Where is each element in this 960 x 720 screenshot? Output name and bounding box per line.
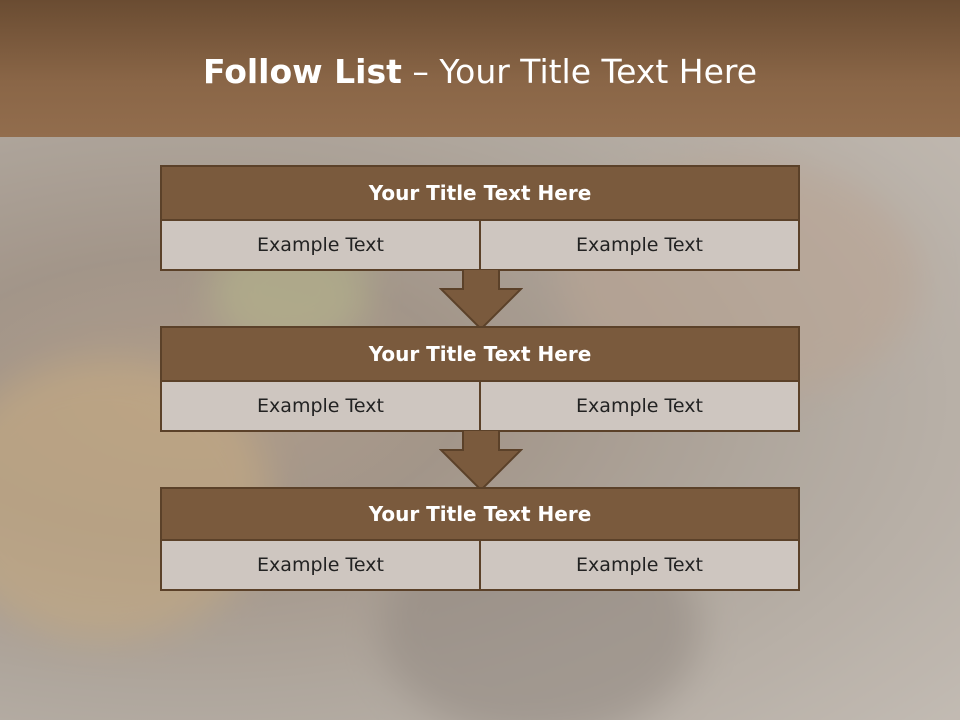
- block-cell-left: Example Text: [160, 541, 479, 591]
- list-block-1: Your Title Text Here Example Text Exampl…: [160, 165, 800, 271]
- block-cell-right: Example Text: [479, 382, 800, 432]
- block-row: Example Text Example Text: [160, 382, 800, 432]
- slide-title-bold: Follow List: [202, 52, 402, 91]
- block-title: Your Title Text Here: [160, 165, 800, 221]
- block-cell-left: Example Text: [160, 382, 479, 432]
- block-title: Your Title Text Here: [160, 326, 800, 382]
- list-block-2: Your Title Text Here Example Text Exampl…: [160, 326, 800, 432]
- block-row: Example Text Example Text: [160, 541, 800, 591]
- title-bar: Follow List – Your Title Text Here: [0, 0, 960, 137]
- block-cell-right: Example Text: [479, 541, 800, 591]
- down-arrow-icon: [439, 430, 523, 492]
- block-title: Your Title Text Here: [160, 487, 800, 541]
- down-arrow-icon: [439, 269, 523, 331]
- list-block-3: Your Title Text Here Example Text Exampl…: [160, 487, 800, 591]
- block-row: Example Text Example Text: [160, 221, 800, 271]
- block-cell-left: Example Text: [160, 221, 479, 271]
- block-cell-right: Example Text: [479, 221, 800, 271]
- slide-title: Follow List – Your Title Text Here: [0, 52, 960, 91]
- slide-title-rest: – Your Title Text Here: [401, 52, 758, 91]
